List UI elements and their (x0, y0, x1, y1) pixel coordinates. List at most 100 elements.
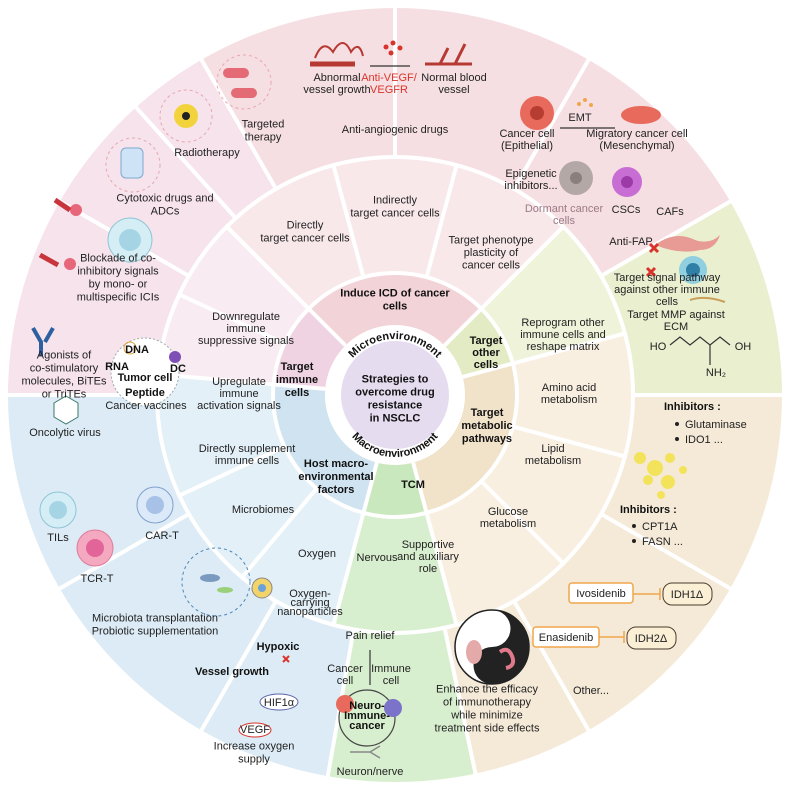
increase-oxygen-label-line: supply (238, 753, 270, 765)
outer-band-4 (327, 627, 476, 783)
emt-label: EMT (568, 112, 592, 124)
spoke-mid (512, 424, 626, 459)
nucleus (49, 501, 67, 519)
strategy-oxygen-line: Oxygen (298, 548, 336, 560)
vaccine-dc: DC (170, 363, 186, 375)
signal-pathway-label-line: against other immune (614, 284, 720, 296)
mid-band-1 (481, 226, 625, 364)
nucleus (119, 229, 141, 251)
strategy-reprogram-line: Reprogram other (521, 317, 604, 329)
cytotoxic-label-line: Cytotoxic drugs and (116, 193, 213, 205)
strategy-microbiomes-line: Microbiomes (232, 504, 295, 516)
center-title-line: resistance (368, 400, 422, 412)
strategy-nervous-line: Nervous (357, 552, 398, 564)
strategy-phenotype-line: plasticity of (464, 247, 519, 259)
strategy-downregulate-line: Downregulate (212, 311, 280, 323)
vaccine-tumor-line: Tumor cell (118, 372, 173, 384)
vial-icon (120, 147, 144, 179)
vessel-growth-label-line: Vessel growth (195, 666, 269, 678)
normal-vessel-label-line: vessel (438, 84, 469, 96)
anti-vegf-label-line: VEGFR (370, 84, 408, 96)
cscs-label-line: CSCs (612, 204, 641, 216)
lipid-inhibitors-heading: Inhibitors : (620, 504, 677, 516)
spoke-mid (479, 479, 565, 565)
vaccine-tumor: Tumor cell (118, 372, 173, 384)
blockade-label-line: multispecific ICIs (77, 292, 160, 304)
blockade-spark-icon (70, 204, 82, 216)
mid-band-4 (156, 374, 364, 625)
tcrt-label: TCR-T (81, 573, 114, 585)
anti-fap-label-line: Anti-FAP (609, 236, 652, 248)
strategy-directly-line: Directly (287, 220, 324, 232)
radiotherapy-label-line: Radiotherapy (174, 147, 240, 159)
tangled-vessel-icon (314, 42, 364, 59)
pill-icon (231, 88, 257, 98)
spoke-mid (225, 225, 311, 311)
blockade-spark-icon (64, 258, 76, 270)
nanoparticles-label-line: Oxygen- (289, 588, 331, 600)
tcm-label-line: treatment side effects (435, 723, 540, 735)
spoke-outer (199, 57, 278, 190)
idh2-label: IDH2Δ (635, 633, 668, 645)
center-core (341, 341, 449, 449)
bullet (675, 437, 679, 441)
epithelial-label-line: Cancer cell (499, 128, 554, 140)
spoke-outer (133, 105, 238, 220)
neuro-immune-cancer-label: Neuro-Immune-cancer (344, 700, 390, 732)
neuro-immune-cancer-label-line: Immune- (344, 710, 390, 722)
outer-band-5 (7, 395, 354, 778)
spoke-mid (512, 331, 626, 366)
spoke-outer (512, 57, 591, 190)
hypoxic-label-line: Hypoxic (257, 641, 300, 653)
lipid-droplet-icon (665, 453, 675, 463)
spoke-mid (424, 512, 459, 626)
strategy-phenotype-line: Target phenotype (448, 234, 533, 246)
cytotoxic-label-line: ADCs (151, 205, 180, 217)
nucleus (621, 176, 633, 188)
cafs-label-line: CAFs (656, 206, 684, 218)
bullet (632, 539, 636, 543)
microbiota-label-line: Probiotic supplementation (92, 626, 219, 638)
category-host-line: factors (318, 484, 355, 496)
strategy-oxygen: Oxygen (298, 548, 336, 560)
anti-vegf-label-line: Anti-VEGF/ (361, 72, 418, 84)
category-icd-line: Induce ICD of cancer (340, 288, 450, 300)
hypoxic-label: Hypoxic (257, 641, 300, 653)
strategy-lipid-line: Lipid (541, 443, 564, 455)
category-host-line: environmental (298, 471, 373, 483)
strategy-supplement-line: Directly supplement (199, 443, 296, 455)
ring-boundary-0 (271, 271, 519, 519)
illustrations (31, 40, 731, 759)
blockade-label-line: inhibitory signals (77, 266, 159, 278)
spoke-category (273, 382, 326, 391)
spoke-mid (331, 512, 366, 626)
spoke-outer (600, 512, 733, 591)
outer-cytotoxic-band (201, 7, 395, 189)
bacteria-icon (217, 587, 233, 593)
epigenetic-label-line: Epigenetic (505, 168, 557, 180)
tcm-label-line: while minimize (450, 710, 523, 722)
spoke-outer (442, 627, 478, 775)
pain-relief-label-line: Pain relief (346, 630, 396, 642)
nerve-immune-cell-label-line: Immune (371, 663, 411, 675)
amino-item-1: IDO1 ... (685, 434, 723, 446)
agonists-label-line: or TriTEs (42, 389, 87, 401)
strategy-upregulate-line: activation signals (197, 400, 281, 412)
abnormal-vessel-label-line: Abnormal (313, 72, 360, 84)
strategy-amino-line: Amino acid (542, 382, 596, 394)
signal-pathway-label-line: Target signal pathway (614, 272, 721, 284)
category-other-line: other (472, 347, 500, 359)
